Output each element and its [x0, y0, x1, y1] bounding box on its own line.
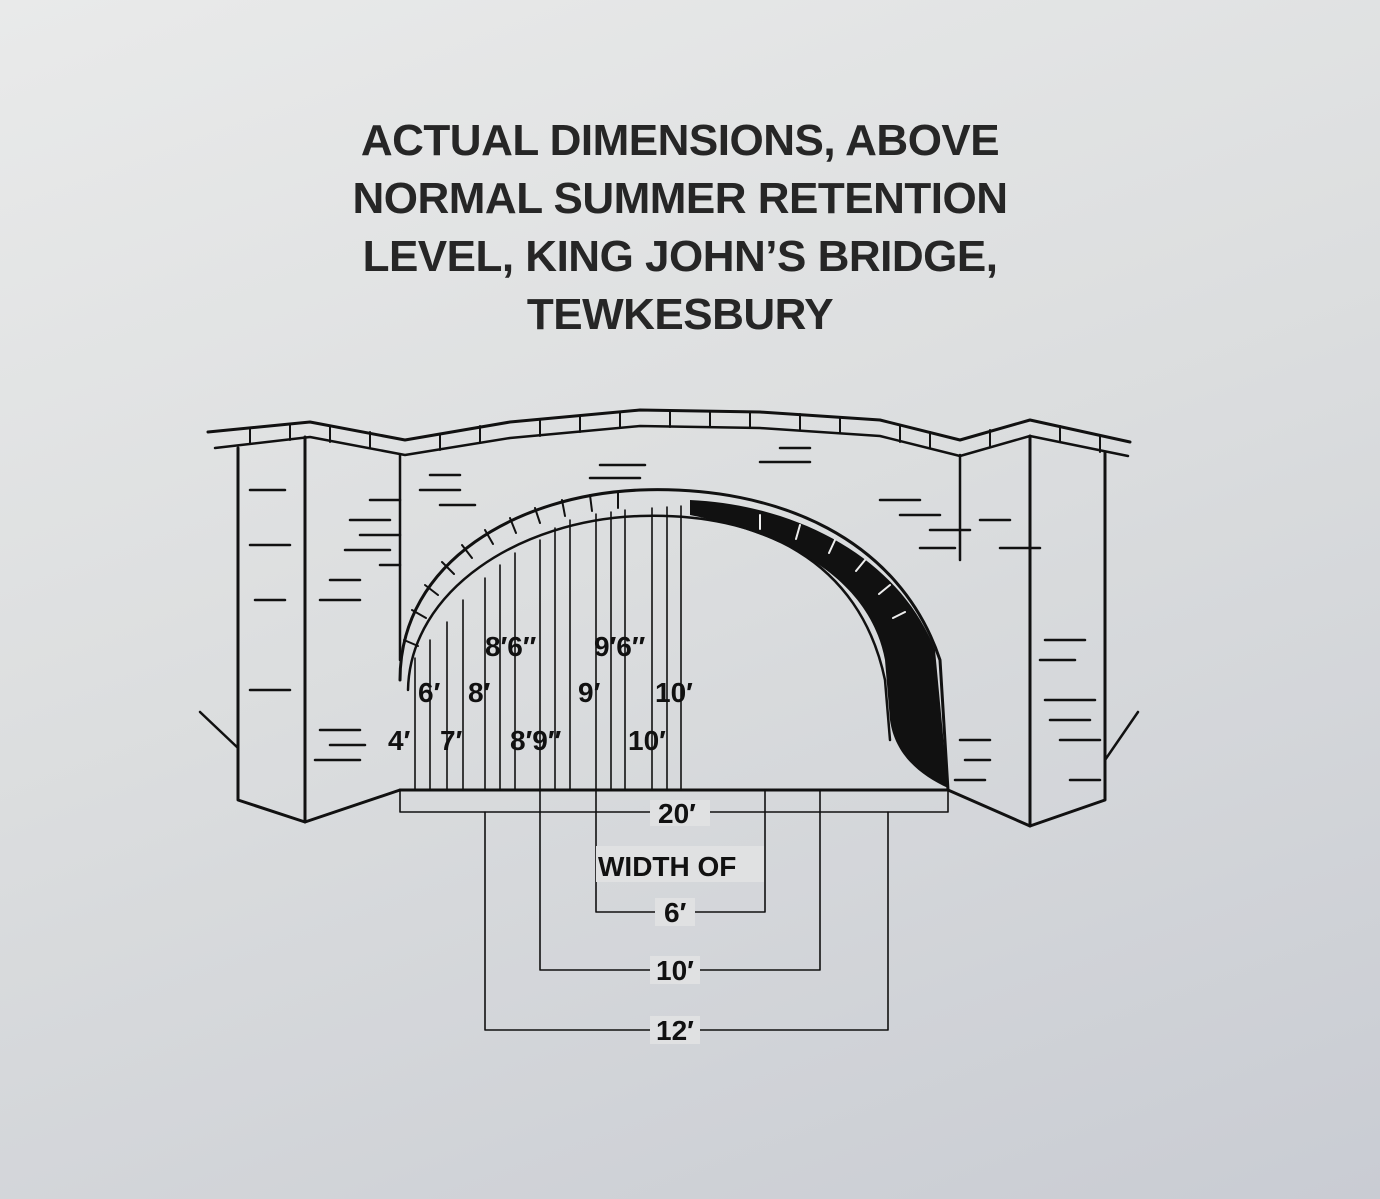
right-wing: [1103, 710, 1140, 762]
right-pier: [1028, 434, 1107, 828]
parapet-coping-lower: [213, 424, 1130, 458]
voussoirs: [403, 491, 619, 647]
height-label-8ft6in: 8′6″: [485, 631, 536, 662]
brick-marks: [248, 446, 1102, 782]
width-label-6ft: 6′: [664, 897, 687, 928]
width-label-12ft: 12′: [656, 1015, 694, 1046]
height-label-10ft-lower: 10′: [628, 725, 666, 756]
title-line-2: NORMAL SUMMER RETENTION: [352, 174, 1008, 223]
left-wall-face: [303, 788, 402, 824]
title-line-1: ACTUAL DIMENSIONS, ABOVE: [360, 116, 1000, 165]
left-wing: [198, 710, 240, 750]
arch-shadow: [690, 500, 948, 788]
width-label-10ft: 10′: [656, 955, 694, 986]
height-label-6ft: 6′: [418, 677, 441, 708]
height-label-9ft: 9′: [578, 677, 601, 708]
measure-lines: [414, 505, 682, 791]
parapet-coping: [206, 408, 1132, 444]
width-label-20ft: 20′: [658, 798, 696, 829]
title-line-4: TEWKESBURY: [526, 290, 834, 339]
width-of-label: WIDTH OF: [598, 851, 736, 882]
height-label-9ft6in: 9′6″: [594, 631, 645, 662]
shadow-stones: [759, 514, 906, 619]
coping-stones: [249, 410, 1101, 453]
height-label-4ft: 4′: [388, 725, 411, 756]
arch-outer: [398, 488, 950, 792]
height-label-8ft: 8′: [468, 677, 491, 708]
height-label-7ft: 7′: [440, 725, 463, 756]
arch-inner: [406, 514, 892, 742]
height-label-8ft9in: 8′9″: [510, 725, 561, 756]
right-wall-face: [946, 788, 1032, 828]
height-label-10ft-upper: 10′: [655, 677, 693, 708]
left-pier: [236, 435, 307, 824]
diagram-title: ACTUAL DIMENSIONS, ABOVE NORMAL SUMMER R…: [230, 112, 1130, 344]
title-line-3: LEVEL, KING JOHN’S BRIDGE,: [362, 232, 998, 281]
